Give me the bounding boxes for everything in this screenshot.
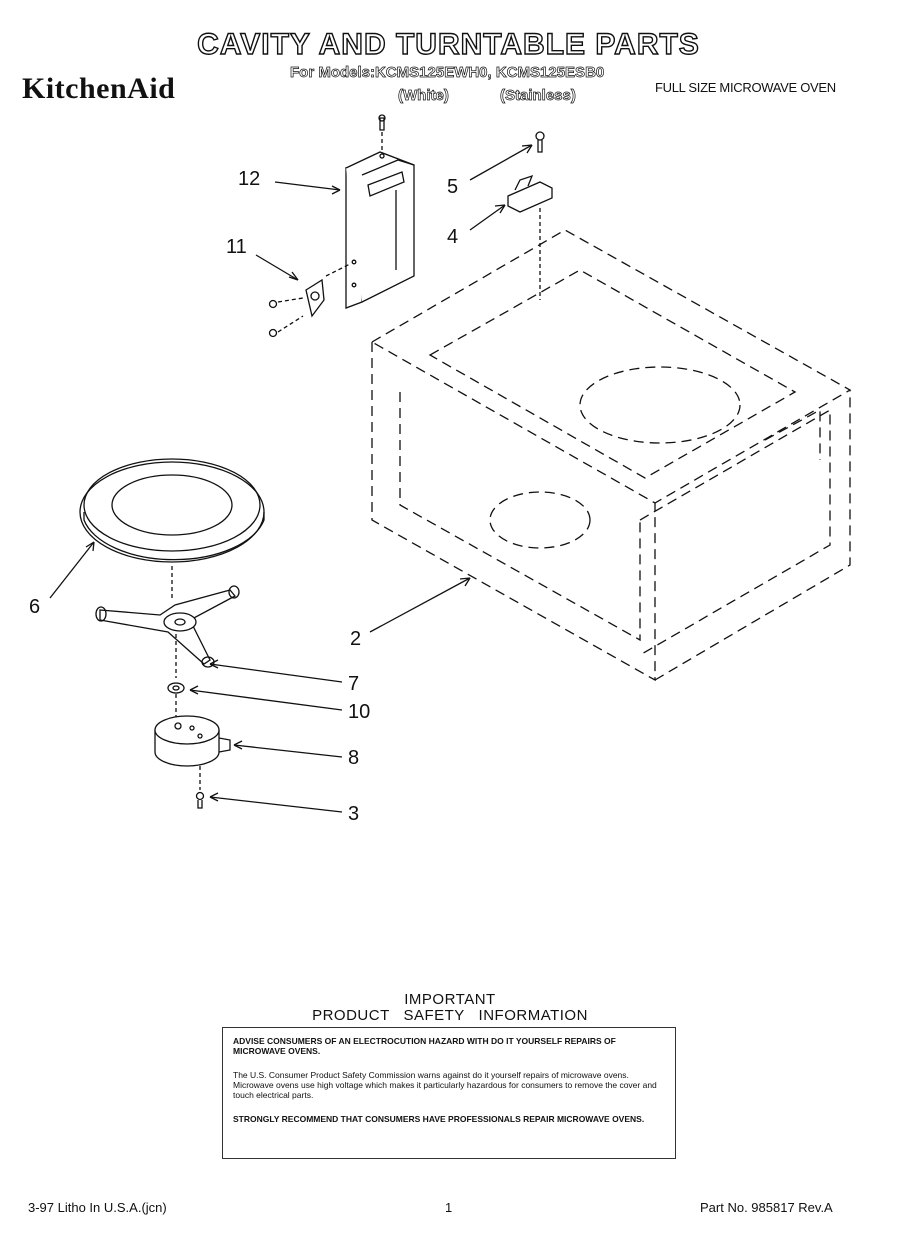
callout-2: 2 bbox=[350, 628, 362, 650]
footer-part-number: Part No. 985817 Rev.A bbox=[700, 1200, 833, 1215]
callout-8: 8 bbox=[348, 747, 360, 769]
safety-heading-line2: PRODUCT SAFETY INFORMATION bbox=[312, 1007, 588, 1024]
part-4-latch bbox=[507, 174, 553, 300]
oven-type: FULL SIZE MICROWAVE OVEN bbox=[655, 80, 836, 95]
callout-7: 7 bbox=[348, 673, 360, 695]
part-6-turntable-tray bbox=[79, 458, 265, 600]
variant-stainless: (Stainless) bbox=[500, 87, 577, 105]
callout-3: 3 bbox=[348, 803, 360, 825]
callout-5: 5 bbox=[447, 176, 459, 198]
part-10-washer bbox=[167, 682, 185, 718]
part-12-bracket bbox=[345, 114, 415, 309]
safety-recommendation: STRONGLY RECOMMEND THAT CONSUMERS HAVE P… bbox=[233, 1114, 645, 1124]
callout-6: 6 bbox=[29, 596, 41, 618]
models-line: For Models:KCMS125EWH0, KCMS125ESB0 bbox=[290, 64, 605, 82]
footer-page-number: 1 bbox=[445, 1200, 453, 1215]
part-7-roller-support bbox=[95, 585, 240, 678]
callout-leaders bbox=[49, 144, 533, 813]
safety-heading-line1: IMPORTANT bbox=[404, 991, 496, 1008]
callout-11: 11 bbox=[226, 236, 247, 258]
safety-heading: IMPORTANT PRODUCT SAFETY INFORMATION bbox=[222, 992, 678, 1024]
page-title: CAVITY AND TURNTABLE PARTS bbox=[196, 27, 700, 61]
safety-warning: ADVISE CONSUMERS OF AN ELECTROCUTION HAZ… bbox=[233, 1036, 616, 1056]
footer-litho: 3-97 Litho In U.S.A.(jcn) bbox=[28, 1200, 167, 1215]
part-5-screw bbox=[535, 131, 545, 153]
callout-4: 4 bbox=[447, 226, 459, 248]
brand-logo: KitchenAid bbox=[22, 72, 176, 105]
variant-white: (White) bbox=[398, 87, 450, 105]
part-3-screw bbox=[195, 791, 205, 809]
part-11-hinge bbox=[268, 263, 351, 338]
callout-12: 12 bbox=[238, 168, 261, 190]
part-2-cavity bbox=[370, 229, 852, 682]
safety-notice-box: ADVISE CONSUMERS OF AN ELECTROCUTION HAZ… bbox=[222, 1027, 676, 1159]
part-8-turntable-motor bbox=[154, 715, 231, 790]
callout-10: 10 bbox=[348, 701, 371, 723]
safety-cpsc-note: The U.S. Consumer Product Safety Commiss… bbox=[233, 1070, 657, 1100]
